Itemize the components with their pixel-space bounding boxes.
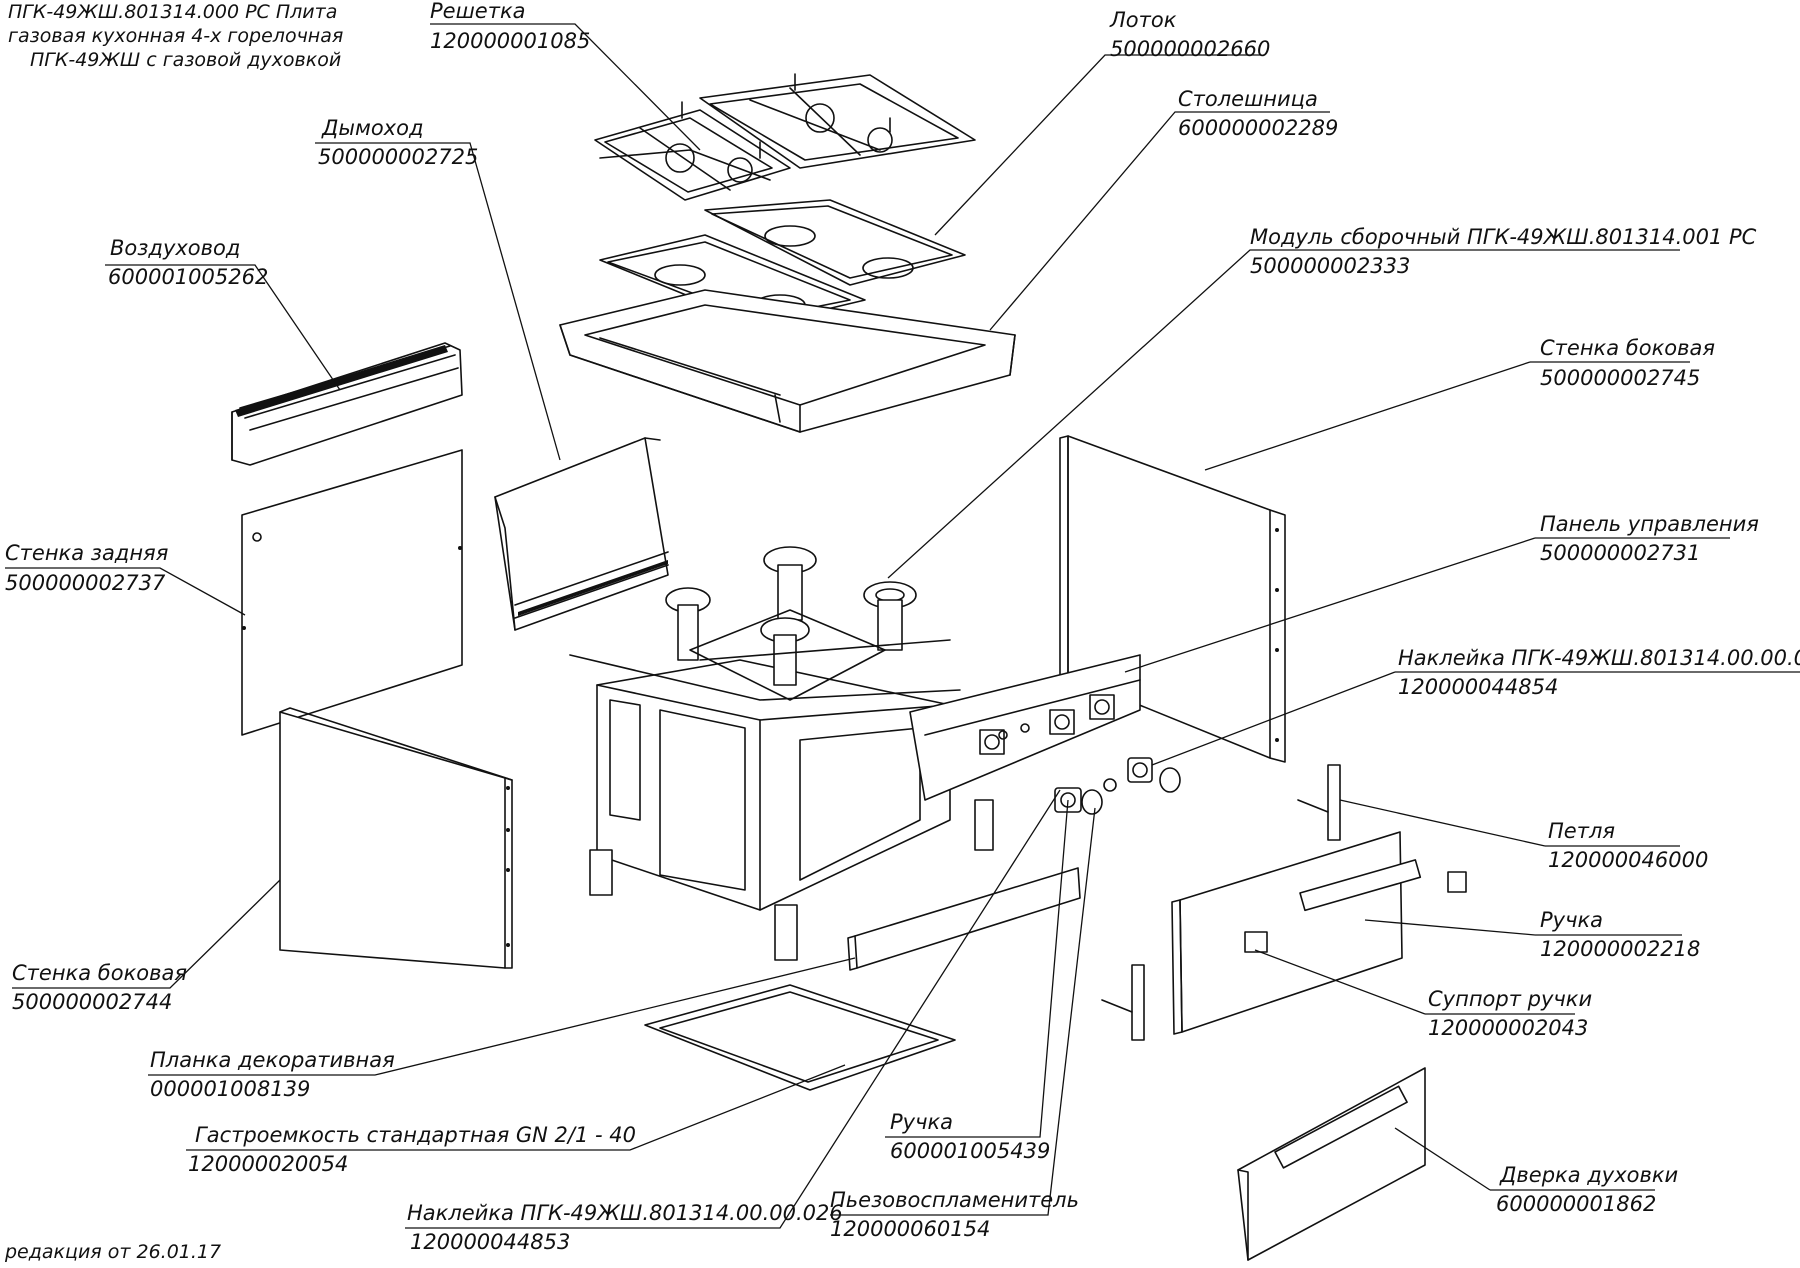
part-label-chimney: Дымоход 500000002725 [318, 116, 478, 169]
part-code: 000001008139 [150, 1077, 310, 1101]
header-line-2: газовая кухонная 4-х горелочная [8, 25, 343, 47]
part-name: Столешница [1178, 87, 1318, 111]
part-code: 500000002660 [1110, 37, 1270, 61]
part-code: 500000002333 [1250, 254, 1410, 278]
part-name: Стенка боковая [1540, 336, 1715, 360]
part-name: Решетка [430, 0, 526, 23]
rear-wall-drawing [241, 449, 463, 736]
part-code: 120000046000 [1548, 848, 1708, 872]
part-label-sticker-01: Наклейка ПГК-49ЖШ.801314.00.00.026-01 12… [1398, 646, 1800, 699]
part-name: Панель управления [1540, 512, 1759, 536]
part-label-tray: Лоток 500000002660 [1109, 8, 1270, 61]
main-body-drawing [569, 546, 1141, 961]
part-name: Воздуховод [110, 236, 240, 260]
part-name: Суппорт ручки [1428, 987, 1592, 1011]
part-name: Гастроемкость стандартная GN 2/1 - 40 [195, 1123, 636, 1147]
leader-lines [5, 23, 1800, 1229]
part-code: 500000002731 [1540, 541, 1700, 565]
knob-parts-drawing [1054, 757, 1181, 815]
part-name: Дымоход [321, 116, 423, 140]
part-code: 120000044854 [1398, 675, 1558, 699]
document-header: ПГК-49ЖШ.801314.000 РС Плита газовая кух… [8, 1, 343, 71]
part-code: 600000001862 [1496, 1192, 1656, 1216]
part-code: 600000002289 [1178, 116, 1338, 140]
part-label-air-duct: Воздуховод 600001005262 [108, 236, 268, 289]
part-label-decor-strip: Планка декоративная 000001008139 [150, 1048, 395, 1101]
door-drawing [1171, 831, 1467, 1035]
part-code: 500000002745 [1540, 366, 1700, 390]
grate-drawing [594, 73, 976, 201]
part-code: 120000020054 [188, 1152, 348, 1176]
part-name: Наклейка ПГК-49ЖШ.801314.00.00.026 [407, 1201, 843, 1225]
part-name: Стенка задняя [5, 541, 168, 565]
part-label-tabletop: Столешница 600000002289 [1178, 87, 1338, 140]
part-code: 500000002744 [12, 990, 172, 1014]
air-duct-drawing [231, 342, 463, 466]
part-label-gn-container: Гастроемкость стандартная GN 2/1 - 40 12… [188, 1123, 636, 1176]
header-line-1: ПГК-49ЖШ.801314.000 РС Плита [8, 1, 337, 23]
header-line-3: ПГК-49ЖШ с газовой духовкой [30, 49, 341, 71]
part-name: Ручка [1540, 908, 1603, 932]
part-name: Планка декоративная [150, 1048, 395, 1072]
part-label-oven-door: Дверка духовки 600000001862 [1496, 1163, 1678, 1216]
part-code: 600001005262 [108, 265, 268, 289]
part-name: Пьезовоспламенитель [830, 1188, 1079, 1212]
part-label-piezo: Пьезовоспламенитель 120000060154 [830, 1188, 1079, 1241]
part-code: 500000002737 [5, 571, 166, 595]
part-label-handle-support: Суппорт ручки 120000002043 [1428, 987, 1592, 1040]
part-label-control-panel: Панель управления 500000002731 [1540, 512, 1759, 565]
part-code: 120000060154 [830, 1217, 990, 1241]
part-code: 120000002043 [1428, 1016, 1588, 1040]
part-name: Модуль сборочный ПГК-49ЖШ.801314.001 РС [1250, 225, 1757, 249]
left-side-wall-drawing [279, 707, 513, 969]
part-code: 120000002218 [1540, 937, 1700, 961]
part-label-assembly-module: Модуль сборочный ПГК-49ЖШ.801314.001 РС … [1250, 225, 1757, 278]
part-label-sticker: Наклейка ПГК-49ЖШ.801314.00.00.026 12000… [407, 1201, 843, 1254]
part-name: Лоток [1109, 8, 1177, 32]
part-label-rear-wall: Стенка задняя 500000002737 [5, 541, 168, 595]
revision-note: редакция от 26.01.17 [4, 1241, 221, 1263]
part-label-grate: Решетка 120000001085 [430, 0, 590, 53]
tabletop-drawing [559, 289, 1016, 433]
chimney-drawing [494, 437, 669, 631]
part-name: Дверка духовки [1499, 1163, 1678, 1187]
part-label-hinge: Петля 120000046000 [1548, 819, 1708, 872]
part-label-side-wall-right: Стенка боковая 500000002745 [1540, 336, 1715, 390]
part-name: Наклейка ПГК-49ЖШ.801314.00.00.026-01 [1398, 646, 1800, 670]
part-label-door-handle: Ручка 120000002218 [1540, 908, 1700, 961]
part-label-side-wall-left: Стенка боковая 500000002744 [12, 961, 187, 1014]
part-code: 120000001085 [430, 29, 590, 53]
part-name: Ручка [890, 1110, 953, 1134]
hinge-drawing [1101, 764, 1341, 1041]
part-name: Стенка боковая [12, 961, 187, 985]
tray-drawing [599, 199, 966, 326]
part-code: 500000002725 [318, 145, 478, 169]
part-code: 120000044853 [410, 1230, 570, 1254]
gn-container-drawing [644, 984, 956, 1091]
decor-strip-drawing [847, 867, 1081, 971]
part-label-knob: Ручка 600001005439 [890, 1110, 1050, 1163]
oven-door-drawing [1237, 1067, 1426, 1261]
part-code: 600001005439 [890, 1139, 1050, 1163]
part-name: Петля [1548, 819, 1615, 843]
